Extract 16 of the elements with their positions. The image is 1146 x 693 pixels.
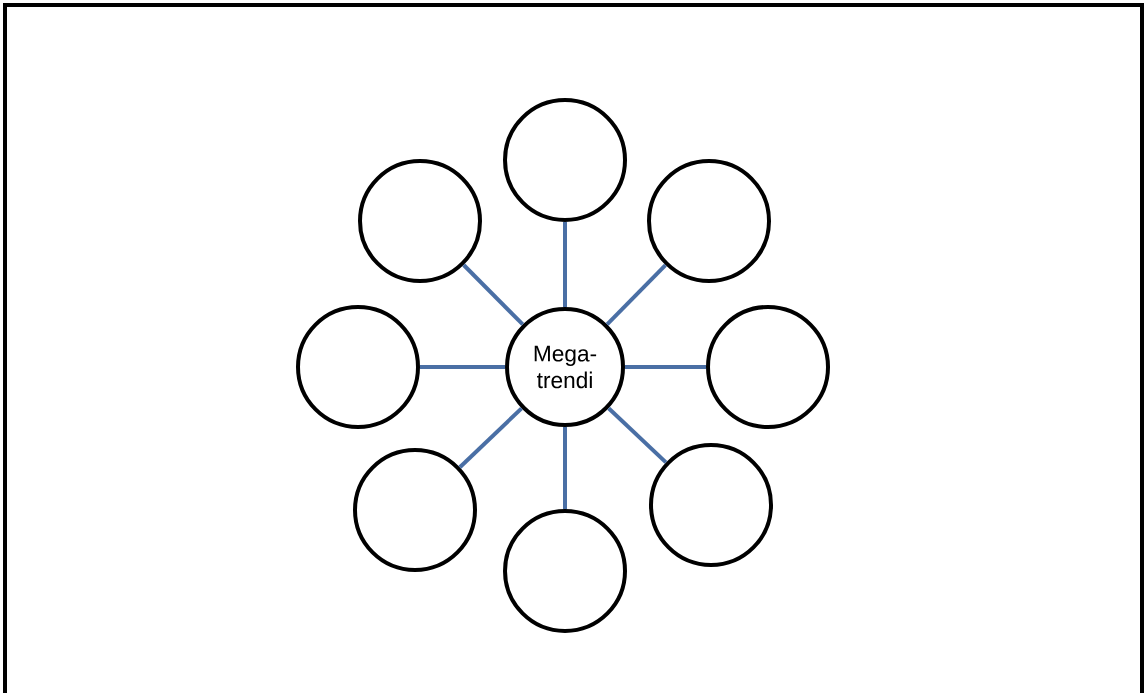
connector-line (607, 406, 668, 464)
connector-line (563, 222, 567, 307)
empty-circle (706, 305, 830, 429)
empty-circle (649, 443, 773, 567)
connector-line (462, 263, 525, 326)
connector-line (605, 263, 667, 326)
connector-line (420, 365, 505, 369)
connector-line (563, 427, 567, 509)
empty-circle (353, 448, 477, 572)
empty-circle (358, 159, 482, 283)
empty-circle (503, 509, 627, 633)
connector-line (625, 365, 706, 369)
empty-circle (296, 305, 420, 429)
empty-circle (647, 159, 771, 283)
connector-line (458, 406, 523, 469)
empty-circle (503, 98, 627, 222)
